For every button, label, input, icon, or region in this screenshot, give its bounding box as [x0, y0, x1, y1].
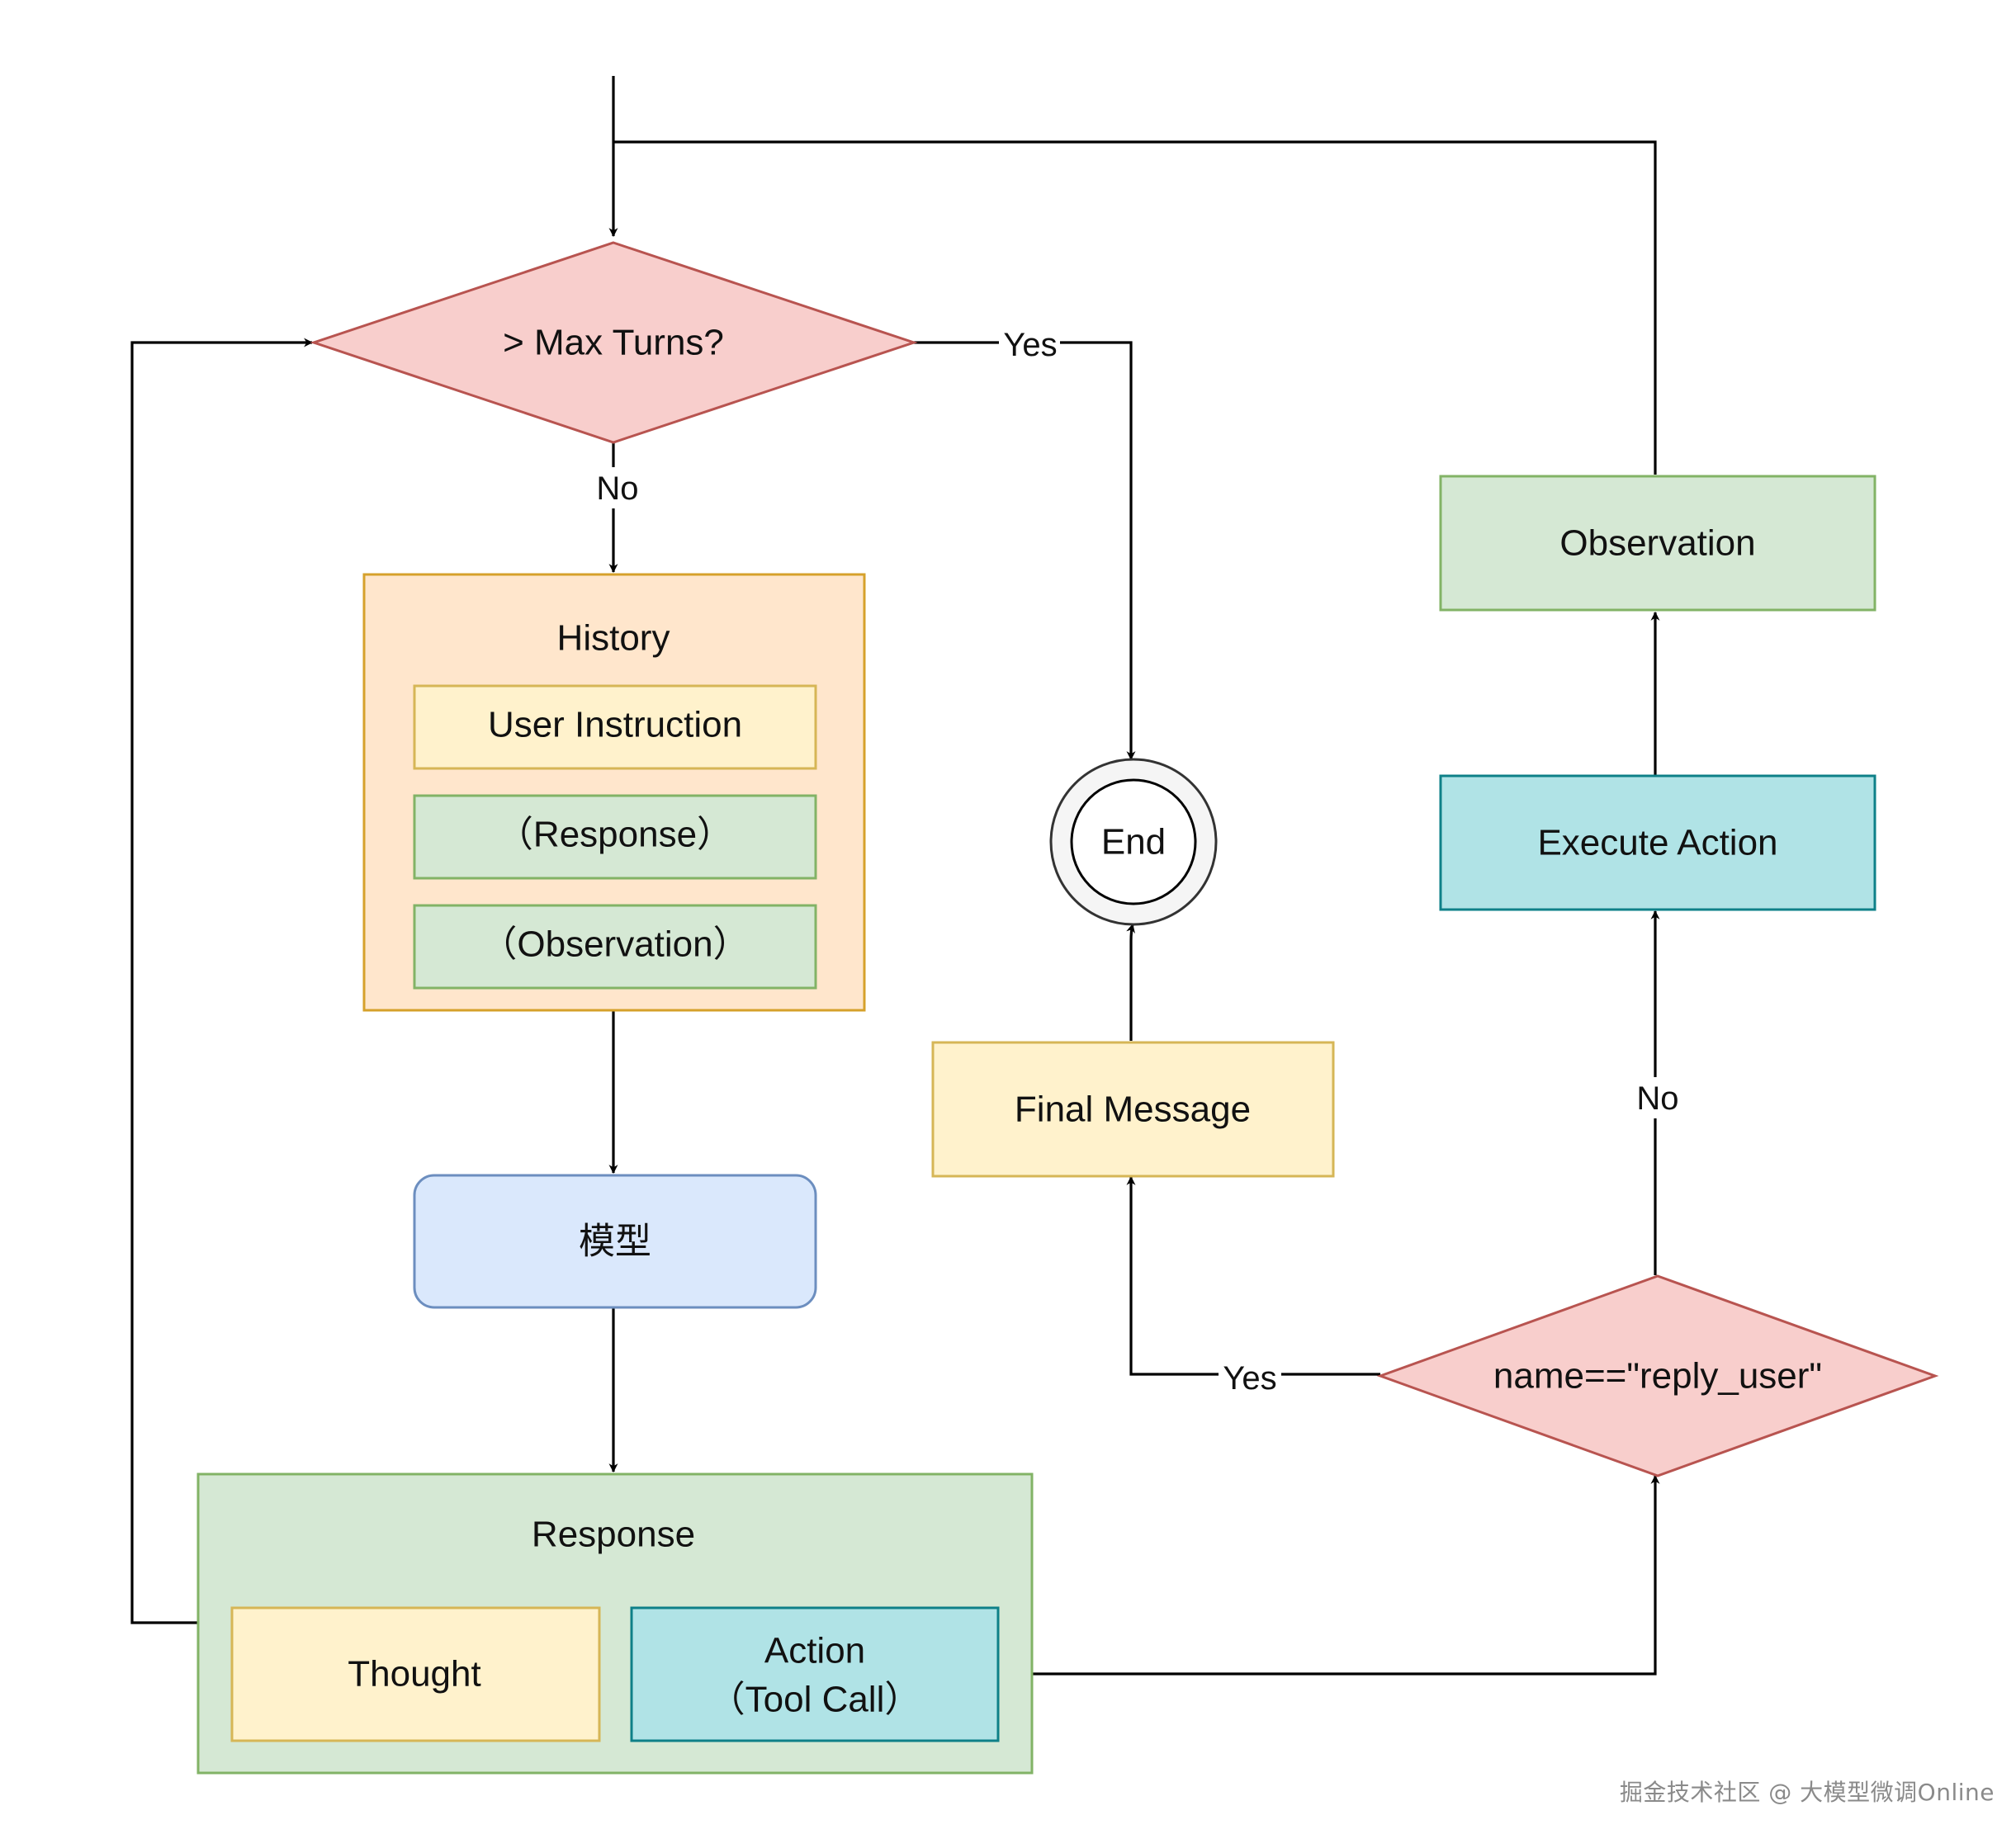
edge-reply-yes: [1126, 1175, 1380, 1376]
reply-no-label: No: [1636, 1080, 1678, 1117]
model-box: [413, 1174, 817, 1309]
edge-response-loop: [130, 338, 314, 1624]
response-title: Response: [532, 1515, 695, 1555]
thought-box: [230, 1606, 601, 1742]
max-turns-label: > Max Turns?: [503, 323, 724, 363]
user-instruction-box: [413, 684, 817, 770]
reply-check-label: name=="reply_user": [1493, 1356, 1822, 1397]
execute-action-box: [1439, 774, 1876, 911]
observation-box: [1439, 475, 1876, 612]
observation-label: Observation: [1559, 523, 1755, 564]
max-yes-label: Yes: [1003, 327, 1057, 363]
edge-max-yes: [914, 341, 1136, 761]
model-label: 模型: [579, 1221, 651, 1263]
edge-observation-loop: [613, 140, 1657, 475]
user-instruction-label: User Instruction: [488, 705, 742, 745]
watermark-text: 掘金技术社区 @ 大模型微调Online: [1619, 1779, 1995, 1806]
reply-check-diamond: [1376, 1274, 1939, 1477]
final-message-label: Final Message: [1015, 1090, 1251, 1130]
history-observation-label: （Observation）: [480, 924, 749, 965]
final-message-box: [931, 1041, 1335, 1178]
end-label: End: [1101, 822, 1166, 863]
history-title: History: [557, 618, 670, 659]
max-turns-diamond: [310, 241, 918, 444]
reply-yes-label: Yes: [1223, 1360, 1276, 1397]
action-label-line1: Action: [764, 1631, 865, 1671]
history-observation-box: [413, 904, 817, 990]
history-response-label: （Response）: [497, 815, 733, 855]
edge-final-end: [1126, 923, 1135, 1041]
action-label-line2: （Tool Call）: [709, 1680, 921, 1720]
end-inner-circle: [1070, 778, 1197, 905]
execute-action-label: Execute Action: [1537, 823, 1777, 863]
edge-action-check: [998, 1474, 1660, 1676]
history-response-box: [413, 794, 817, 880]
max-no-label: No: [596, 470, 638, 507]
thought-label: Thought: [348, 1654, 480, 1695]
action-box: [630, 1606, 1000, 1742]
